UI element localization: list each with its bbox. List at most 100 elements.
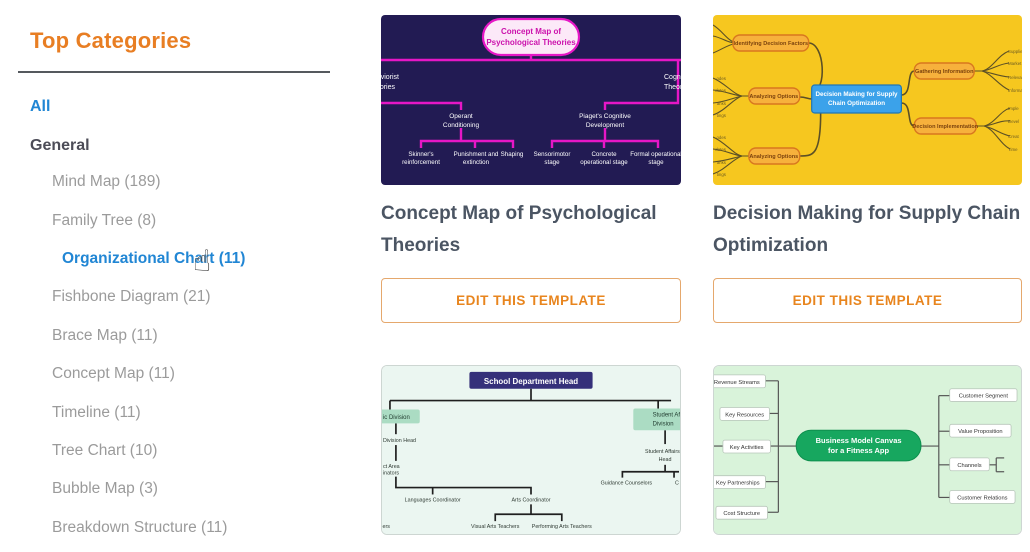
sidebar-group-general[interactable]: General <box>30 137 90 154</box>
division-label: ic Division <box>383 415 410 421</box>
role-label: Arts Coordinator <box>511 497 550 503</box>
role-label: ct Area <box>383 464 400 470</box>
thumb-labels: Decision Making for Supply Chain Optimiz… <box>715 41 1022 177</box>
branch-label: Theories <box>664 84 681 91</box>
node-label: Decision Implementation <box>912 124 979 130</box>
thumb-labels: Business Model Canvas for a Fitness App … <box>714 380 1008 517</box>
root-topic-pill <box>481 17 581 57</box>
role-label: Division Head <box>383 438 416 444</box>
node-label: Key Activities <box>730 445 764 451</box>
leaf-label: extinction <box>463 159 490 166</box>
division-label: Student Aff <box>653 412 680 418</box>
school-org-chart-thumbnail-svg: School Department Head ic Division Stude… <box>382 366 680 534</box>
node-label: Cost Structure <box>723 511 760 517</box>
sidebar-item-bubble-map[interactable]: Bubble Map (3) <box>52 480 158 498</box>
center-label-line2: for a Fitness App <box>828 446 889 455</box>
sidebar-item-timeline[interactable]: Timeline (11) <box>52 403 141 421</box>
leaf-label: Formal operational <box>630 151 681 158</box>
leaf-label: operational stage <box>580 159 628 166</box>
branch-label: Cognitive <box>664 74 681 81</box>
sidebar-item-tree-chart[interactable]: Tree Chart (10) <box>52 441 158 459</box>
role-label: Student Affairs C <box>645 449 680 455</box>
node-label: Conditioning <box>443 122 480 129</box>
leaf-label: Sensorimotor <box>534 151 571 158</box>
sidebar-divider <box>18 71 330 73</box>
thumb-labels: School Department Head ic Division Stude… <box>382 377 680 530</box>
template-thumbnail-concept-map[interactable]: Concept Map of Psychological Theories Be… <box>381 15 681 185</box>
sidebar-item-brace-map[interactable]: Brace Map (11) <box>52 326 158 344</box>
node-label: Revenue Streams <box>714 380 760 386</box>
connector-lines <box>389 388 680 522</box>
edge-fragment: Informa <box>1008 88 1022 93</box>
center-label-line1: Business Model Canvas <box>816 436 902 445</box>
leaf-label: Skinner's <box>408 151 433 158</box>
edge-fragment: dates <box>715 88 726 93</box>
node-label: Operant <box>449 113 473 120</box>
leaf-label: stage <box>648 159 664 166</box>
sidebar-item-all[interactable]: All <box>30 98 51 115</box>
node-label: Analyzing Options <box>749 94 798 100</box>
node-label: Key Resources <box>725 412 764 418</box>
role-label: Guidance Counselors <box>601 481 653 487</box>
center-pill <box>795 429 922 462</box>
node-label: Customer Segment <box>959 394 1009 400</box>
thumb-labels: Behaviorist Theories Cognitive Theories … <box>381 74 681 166</box>
role-label: Head <box>659 457 672 463</box>
role-label: inators <box>383 471 399 477</box>
branch-label: Behaviorist <box>381 74 399 81</box>
edit-template-button[interactable]: EDIT THIS TEMPLATE <box>381 278 681 323</box>
node-label: Piaget's Cognitive <box>579 113 631 120</box>
node-label: Analyzing Options <box>749 154 798 160</box>
edge-fragment: Time <box>1008 147 1018 152</box>
template-thumbnail-decision-making[interactable]: Decision Making for Supply Chain Optimiz… <box>713 15 1022 185</box>
template-title: Concept Map of Psychological Theories <box>381 203 657 256</box>
edge-fragment: anks <box>717 160 727 165</box>
sidebar-item-mind-map[interactable]: Mind Map (189) <box>52 173 161 191</box>
edge-fragment: Supplie <box>1008 49 1022 54</box>
leaf-label: Punishment and <box>454 151 499 158</box>
edge-fragment: tings <box>717 172 727 177</box>
edge-fragment: tings <box>717 113 727 118</box>
edge-fragment: ers <box>382 524 390 530</box>
leaf-label: stage <box>544 159 560 166</box>
sidebar-item-breakdown-structure[interactable]: Breakdown Structure (11) <box>52 518 228 536</box>
root-box <box>469 371 593 389</box>
template-card-concept-map: Concept Map of Psychological Theories Be… <box>381 15 681 323</box>
edit-template-button[interactable]: EDIT THIS TEMPLATE <box>713 278 1022 323</box>
topic-nodes <box>732 34 977 165</box>
template-thumbnail-business-model-canvas[interactable]: Business Model Canvas for a Fitness App … <box>713 365 1022 535</box>
connector-lines <box>381 55 681 148</box>
sidebar-item-fishbone-diagram[interactable]: Fishbone Diagram (21) <box>52 288 211 306</box>
template-card-school-org-chart: School Department Head ic Division Stude… <box>381 365 681 535</box>
sidebar-item-family-tree[interactable]: Family Tree (8) <box>52 211 157 229</box>
division-box <box>633 408 680 431</box>
role-label: Languages Coordinator <box>405 497 461 503</box>
role-label: Visual Arts Teachers <box>471 524 520 530</box>
edge-fragment: dates <box>715 147 726 152</box>
edge-fragment: Market <box>1008 61 1022 66</box>
sidebar-item-organizational-chart[interactable]: Organizational Chart (11) <box>62 249 246 267</box>
node-label: Customer Relations <box>957 495 1007 501</box>
decision-making-thumbnail-svg: Decision Making for Supply Chain Optimiz… <box>713 15 1022 185</box>
edge-fragment: C <box>675 481 679 487</box>
leaf-label: reinforcement <box>402 159 440 166</box>
center-label-line2: Chain Optimization <box>828 100 885 107</box>
concept-map-thumbnail-svg: Concept Map of Psychological Theories Be… <box>381 15 681 185</box>
node-label: Key Partnerships <box>716 481 760 487</box>
edge-fragment: Imple <box>1008 106 1019 111</box>
edge-fragment: Devel <box>1008 119 1019 124</box>
edge-fragment: Creat <box>1008 134 1019 139</box>
edge-fragment: Relevan <box>1008 75 1022 80</box>
node-label: Identifying Decision Factors <box>734 41 809 47</box>
template-card-business-model-canvas: Business Model Canvas for a Fitness App … <box>713 365 1022 535</box>
node-label: Development <box>586 122 624 129</box>
edge-fragment: odes <box>716 76 726 81</box>
sidebar-category-list: Mind Map (189) Family Tree (8) Organizat… <box>30 163 330 547</box>
division-label: Division <box>653 421 674 427</box>
leaf-label: Shaping <box>501 151 524 158</box>
sidebar-item-concept-map[interactable]: Concept Map (11) <box>52 365 175 383</box>
root-label-line1: Concept Map of <box>501 27 561 36</box>
branch-label: Theories <box>381 84 396 91</box>
branch-fan-lines <box>713 24 1011 175</box>
template-thumbnail-school-org-chart[interactable]: School Department Head ic Division Stude… <box>381 365 681 535</box>
